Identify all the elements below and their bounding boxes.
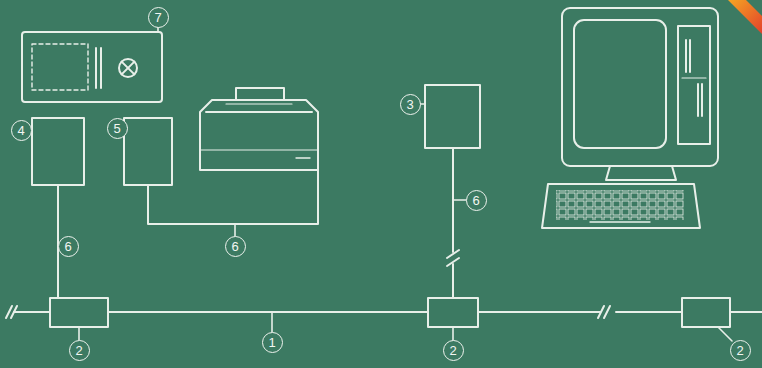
callout-number: 2 (449, 344, 456, 357)
callout-number: 6 (231, 240, 238, 253)
callout-number: 6 (64, 240, 71, 253)
callout-number: 6 (472, 194, 479, 207)
callout-number: 5 (113, 122, 120, 135)
tap-box (682, 298, 730, 327)
callout-number: 7 (154, 11, 161, 24)
interface-box (124, 118, 172, 185)
tap-box (50, 298, 108, 327)
callout-circle: 2 (443, 340, 464, 361)
drop-cable (447, 148, 459, 298)
callout-circle: 1 (262, 332, 283, 353)
callout-circle: 4 (11, 120, 32, 141)
interface-box (32, 118, 84, 185)
bus-cable (6, 306, 762, 318)
interface-box (425, 85, 480, 148)
callout-circle: 2 (69, 340, 90, 361)
callout-number: 1 (268, 336, 275, 349)
callout-circle: 7 (148, 7, 169, 28)
callout-circle: 6 (225, 236, 246, 257)
callout-number: 2 (736, 344, 743, 357)
callout-number: 4 (17, 124, 24, 137)
drop-cable (148, 170, 318, 224)
callout-circle: 5 (107, 118, 128, 139)
tap-box (428, 298, 478, 327)
callout-number: 2 (75, 344, 82, 357)
server-unit (22, 32, 162, 102)
callout-circle: 2 (730, 340, 751, 361)
corner-stripe (728, 0, 762, 34)
callout-number: 3 (406, 98, 413, 111)
callout-circle: 6 (58, 236, 79, 257)
callout-circle: 6 (466, 190, 487, 211)
callout-circle: 3 (400, 94, 421, 115)
printer (200, 88, 318, 170)
leader-lines (31, 27, 740, 341)
computer (542, 8, 718, 228)
